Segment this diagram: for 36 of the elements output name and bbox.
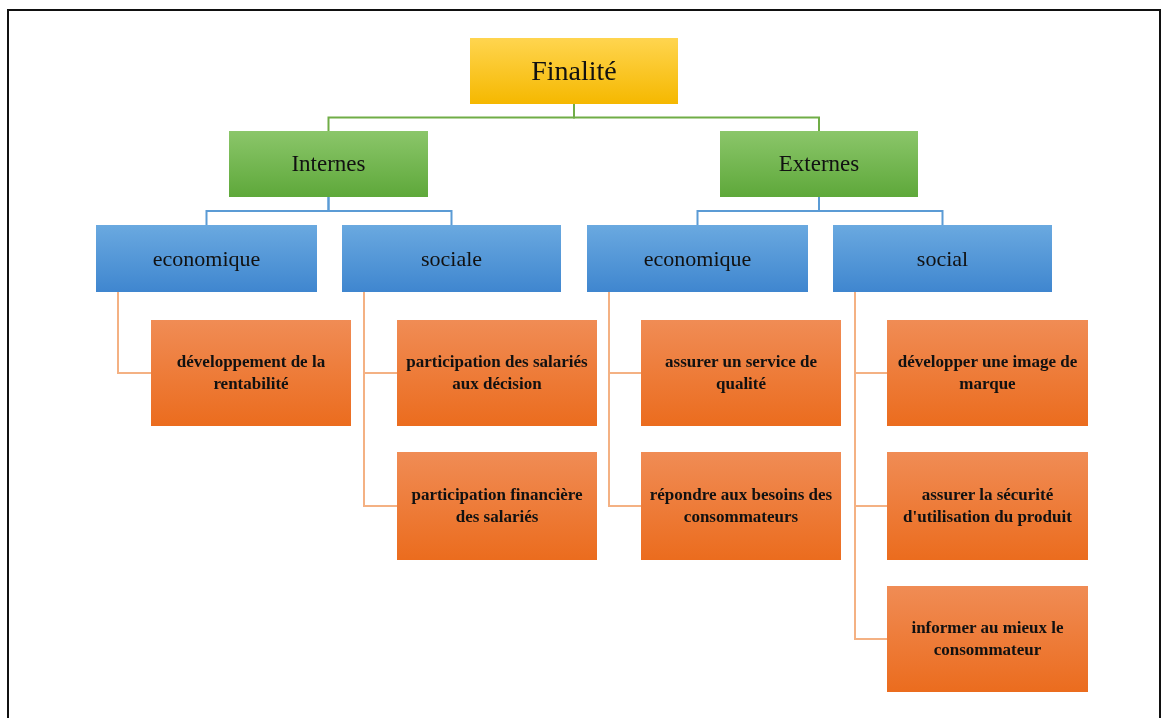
node-label: social [916, 245, 969, 272]
node-label: informer au mieux le consommateur [910, 616, 1065, 661]
node-label: répondre aux besoins des consommateurs [648, 483, 834, 528]
objective-box [887, 320, 1088, 426]
connector-line [854, 291, 888, 640]
category-box [229, 131, 428, 197]
node-label: sociale [420, 245, 483, 272]
subcategory-box [342, 225, 561, 292]
connector-line [117, 291, 152, 374]
objective-box [397, 320, 597, 426]
node-label: participation financière des salariés [410, 483, 584, 528]
node-label: assurer un service de qualité [664, 350, 818, 395]
node-label: assurer la sécurité d'utilisation du produit [902, 483, 1073, 528]
connector-line [608, 291, 642, 507]
node-label: economique [152, 245, 261, 272]
objective-box [887, 586, 1088, 692]
node-label: Internes [291, 151, 366, 177]
node-label: développer une image de marque [896, 350, 1079, 395]
subcategory-box [96, 225, 317, 292]
objective-box [641, 320, 841, 426]
node-label: economique [643, 245, 752, 272]
objective-box [641, 452, 841, 560]
category-box [720, 131, 918, 197]
objective-box [151, 320, 351, 426]
node-label: Externes [778, 151, 860, 177]
node-label: participation des salariés aux décision [405, 350, 589, 395]
objective-box [887, 452, 1088, 560]
subcategory-box [833, 225, 1052, 292]
title-box [470, 38, 678, 104]
node-label: Finalité [531, 55, 617, 87]
objective-box [397, 452, 597, 560]
connector-line [363, 291, 398, 507]
connector-line [327, 196, 453, 226]
node-label: développement de la rentabilité [175, 350, 327, 395]
subcategory-box [587, 225, 808, 292]
connector-line [573, 103, 820, 132]
